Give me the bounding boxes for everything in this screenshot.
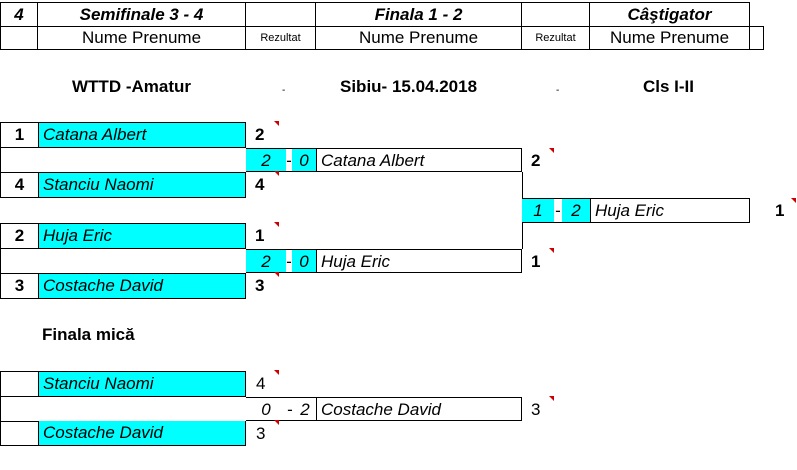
set-dash-sf2: - [286,249,292,273]
empty-row [0,396,246,422]
header-name-2: Nume Prenume [316,26,522,50]
comment-marker [274,121,279,126]
empty-seed [0,371,38,396]
header-name-3: Nume Prenume [590,26,750,50]
set-a-final: 1 [522,198,554,223]
winner-score-small: 3 [531,400,541,419]
score-catana: 2 [255,125,265,144]
comment-marker [549,248,554,253]
set-dash-final: - [554,198,562,223]
header-blank-2 [522,2,590,26]
set-dash-sf1: - [286,148,292,172]
winner-cell-sf1: Catana Albert [316,148,522,172]
bracket-line-1 [522,172,523,198]
empty-row [0,147,246,173]
comment-marker [274,272,279,277]
score-huja: 1 [255,226,265,245]
header-winner: Câştigator [590,2,750,26]
event-place-date: Sibiu- 15.04.2018 [340,77,478,96]
winner-cell-sf2: Huja Eric [316,249,522,273]
comment-marker [274,420,279,425]
header-blank-1 [246,2,316,26]
set-b-small: 2 [294,397,316,421]
comment-marker [274,222,279,227]
set-b-sf2: 0 [292,249,316,273]
player-cell-stanciu: Stanciu Naomi [38,173,246,198]
event-name: WTTD -Amatur [72,77,191,96]
comment-marker [791,198,796,203]
set-a-sf1: 2 [246,148,286,172]
set-dash-small: - [286,397,294,421]
comment-marker [274,370,279,375]
header-sub-blank [0,26,38,50]
seed-4: 4 [0,173,38,198]
small-final-title: Finala mică [42,325,135,344]
separator-1: - [282,85,286,96]
header-name-1: Nume Prenume [38,26,246,50]
winner-cell-small: Costache David [316,397,522,421]
header-result-1: Rezultat [246,26,316,50]
header-edge [750,26,764,50]
player-cell-huja: Huja Eric [38,223,246,248]
score-stanciu-sf: 4 [256,374,266,393]
set-a-small: 0 [246,397,286,421]
header-result-2: Rezultat [522,26,590,50]
seed-2: 2 [0,223,38,248]
winner-score-sf1: 2 [531,151,541,170]
seed-1: 1 [0,122,38,147]
comment-marker [274,171,279,176]
set-a-sf2: 2 [246,249,286,273]
header-final: Finala 1 - 2 [316,2,522,26]
comment-marker [549,396,554,401]
seed-3: 3 [0,274,38,299]
player-cell-costache: Costache David [38,274,246,299]
empty-seed [0,421,38,446]
winner-score-sf2: 1 [531,252,541,271]
score-stanciu: 4 [255,175,265,194]
event-class: Cls I-II [643,77,695,96]
header-col-4: 4 [0,2,38,26]
bracket-line-2 [522,223,523,249]
header-semifinals: Semifinale 3 - 4 [38,2,246,26]
champion-cell: Huja Eric [590,198,750,223]
set-b-sf1: 0 [292,148,316,172]
empty-row [0,248,246,274]
player-cell-catana: Catana Albert [38,122,246,147]
score-costache-sf: 3 [256,424,266,443]
player-cell-costache-sf: Costache David [38,421,246,446]
player-cell-stanciu-sf: Stanciu Naomi [38,371,246,396]
champion-place: 1 [775,201,785,220]
score-costache: 3 [255,276,265,295]
comment-marker [549,148,554,153]
separator-2: - [556,85,560,96]
set-b-final: 2 [562,198,590,223]
